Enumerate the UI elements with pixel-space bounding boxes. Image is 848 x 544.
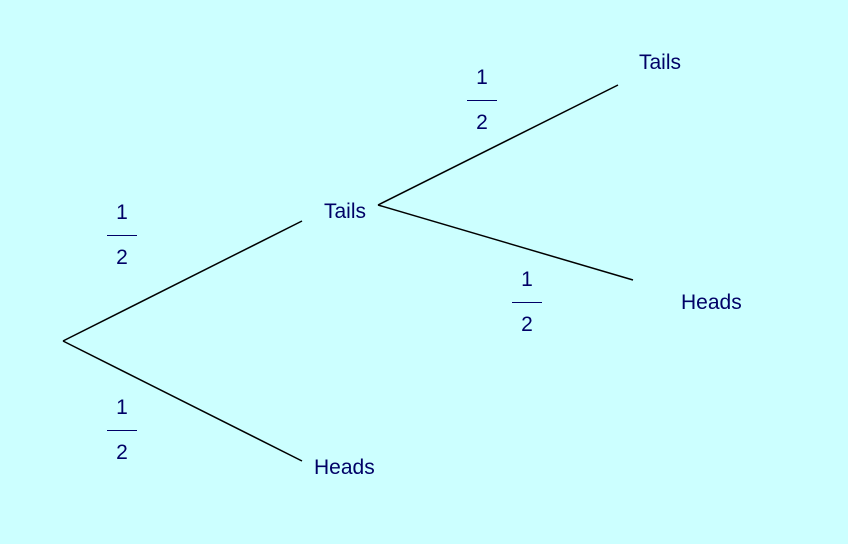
branch-tails-to-tails (377, 84, 619, 206)
probability-root-to-tails: 1 2 (106, 201, 138, 270)
probability-root-to-heads: 1 2 (106, 396, 138, 465)
fraction-numerator: 1 (116, 396, 128, 419)
fraction-bar (107, 430, 137, 431)
fraction-denominator: 2 (116, 246, 128, 269)
probability-tails-to-heads: 1 2 (511, 268, 543, 337)
fraction-numerator: 1 (116, 201, 128, 224)
fraction-bar (467, 100, 497, 101)
fraction-denominator: 2 (476, 111, 488, 134)
node-label-level1-heads: Heads (314, 456, 375, 479)
fraction-numerator: 1 (521, 268, 533, 291)
fraction-denominator: 2 (521, 313, 533, 336)
branch-tails-to-heads (377, 204, 634, 281)
node-label-level2-heads: Heads (681, 291, 742, 314)
fraction-bar (512, 302, 542, 303)
node-label-level1-tails: Tails (324, 200, 367, 223)
fraction-bar (107, 235, 137, 236)
node-label-level2-tails: Tails (639, 51, 682, 74)
branch-root-to-heads (62, 340, 303, 462)
probability-tails-to-tails: 1 2 (466, 66, 498, 135)
fraction-numerator: 1 (476, 66, 488, 89)
branch-root-to-tails (62, 220, 303, 342)
fraction-denominator: 2 (116, 441, 128, 464)
